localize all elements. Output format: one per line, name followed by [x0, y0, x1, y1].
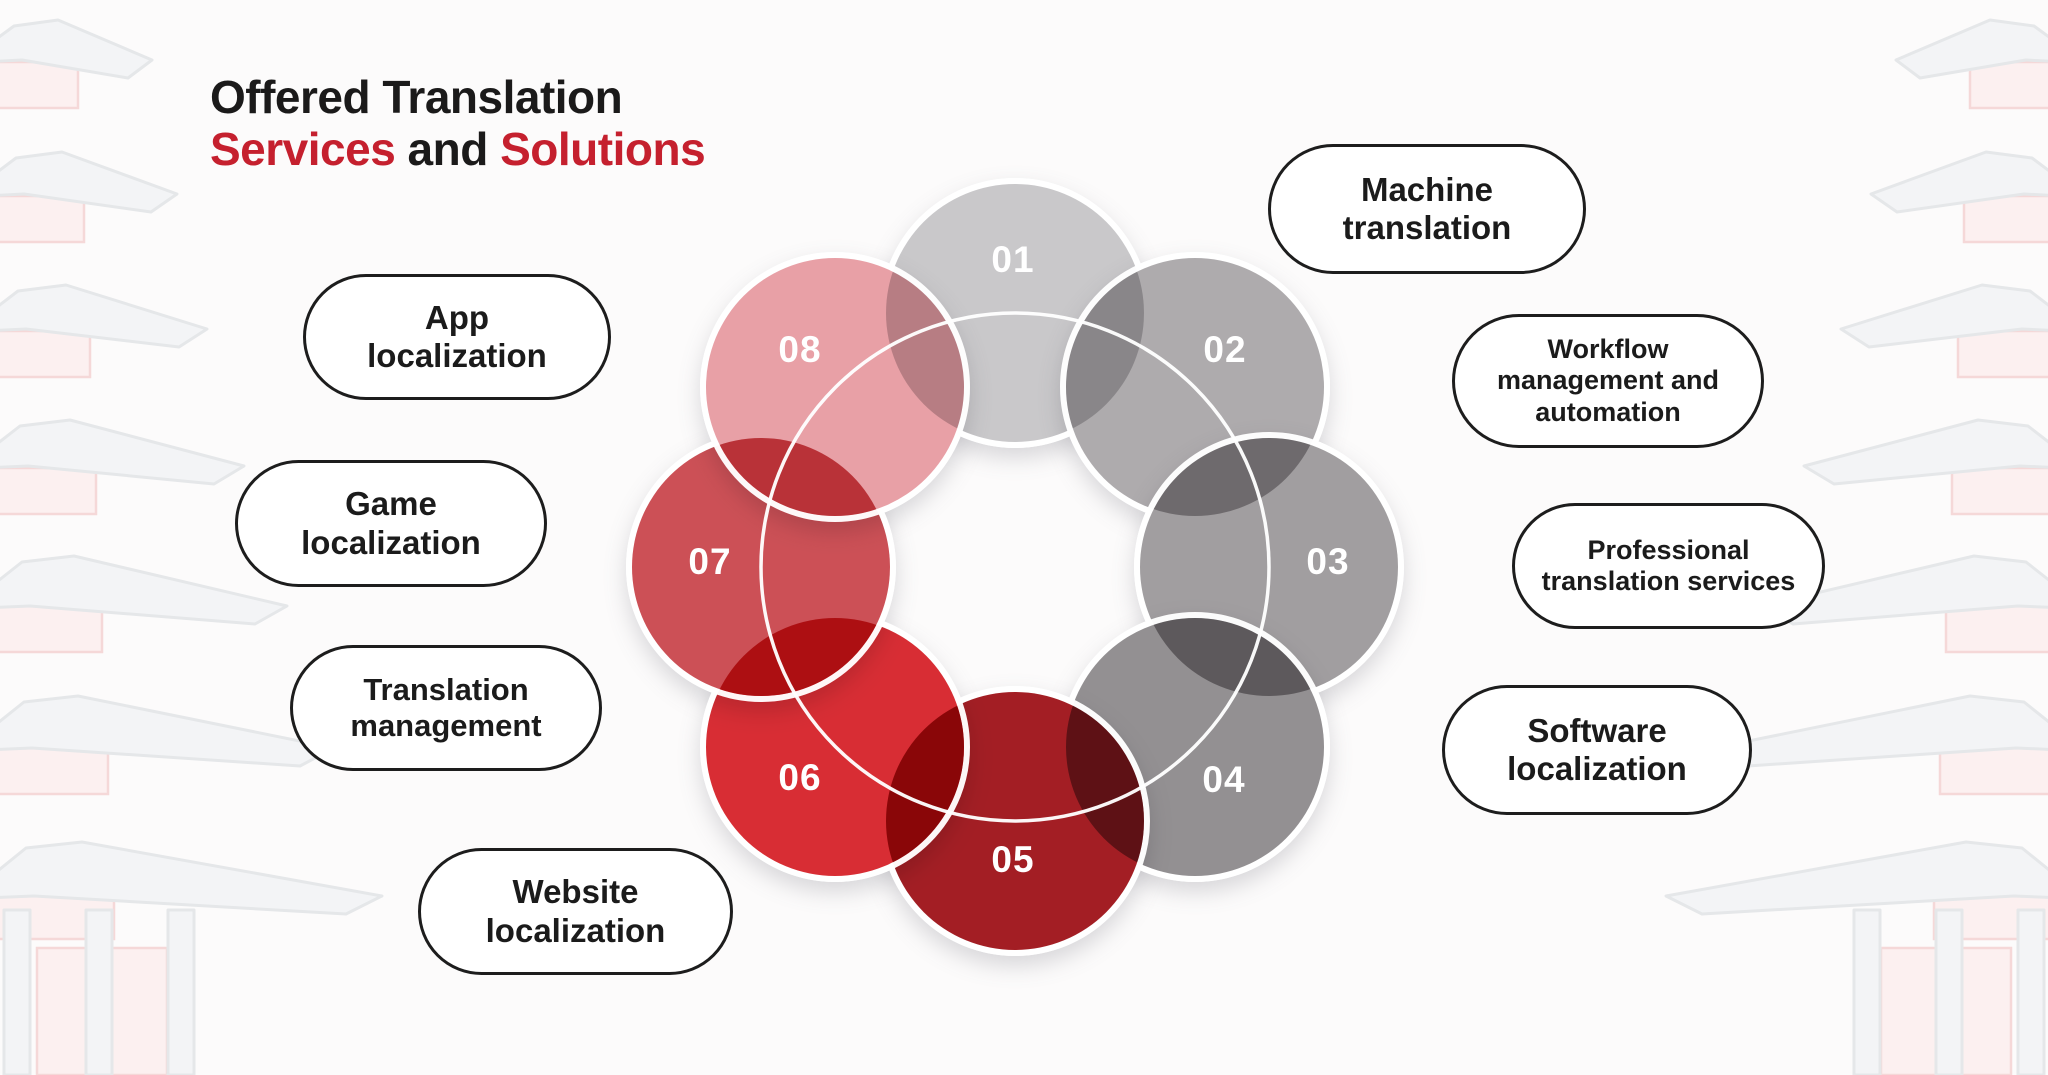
page-title: Offered Translation Services and Solutio…	[210, 71, 706, 176]
title-word-services: Services	[210, 122, 396, 175]
circle-number-05: 05	[991, 839, 1035, 880]
circle-number-04: 04	[1202, 759, 1246, 800]
pill-text: Website localization	[485, 873, 666, 949]
circle-number-02: 02	[1203, 329, 1247, 370]
circle-08	[706, 258, 964, 516]
pill-text: Professional translation services	[1541, 534, 1796, 596]
pill-text: Machine translation	[1342, 170, 1512, 246]
label-pill-website-localization: Website localization	[418, 848, 733, 975]
circle-number-08: 08	[778, 329, 822, 370]
circle-number-01: 01	[991, 239, 1035, 280]
pill-text: App localization	[367, 298, 547, 374]
circle-number-07: 07	[688, 541, 732, 582]
circle-number-03: 03	[1306, 541, 1350, 582]
pill-text: Software localization	[1507, 711, 1687, 787]
label-pill-software-localization: Software localization	[1442, 685, 1752, 815]
label-pill-app-localization: App localization	[303, 274, 611, 400]
label-pill-game-localization: Game localization	[235, 460, 547, 587]
pill-text: Game localization	[301, 485, 481, 561]
title-word-and: and	[395, 122, 501, 175]
title-word-solutions: Solutions	[500, 122, 706, 175]
circle-number-06: 06	[778, 757, 822, 798]
title-line-1: Offered Translation	[210, 71, 623, 123]
label-pill-workflow-management: Workflow management and automation	[1452, 314, 1764, 448]
label-pill-professional-translation: Professional translation services	[1512, 503, 1825, 629]
label-pill-translation-management: Translation management	[290, 645, 602, 771]
pill-text: Workflow management and automation	[1496, 334, 1720, 427]
title-line-2: Services and Solutions	[210, 122, 706, 176]
label-pill-machine-translation: Machine translation	[1268, 144, 1586, 274]
pill-text: Translation management	[350, 672, 542, 743]
